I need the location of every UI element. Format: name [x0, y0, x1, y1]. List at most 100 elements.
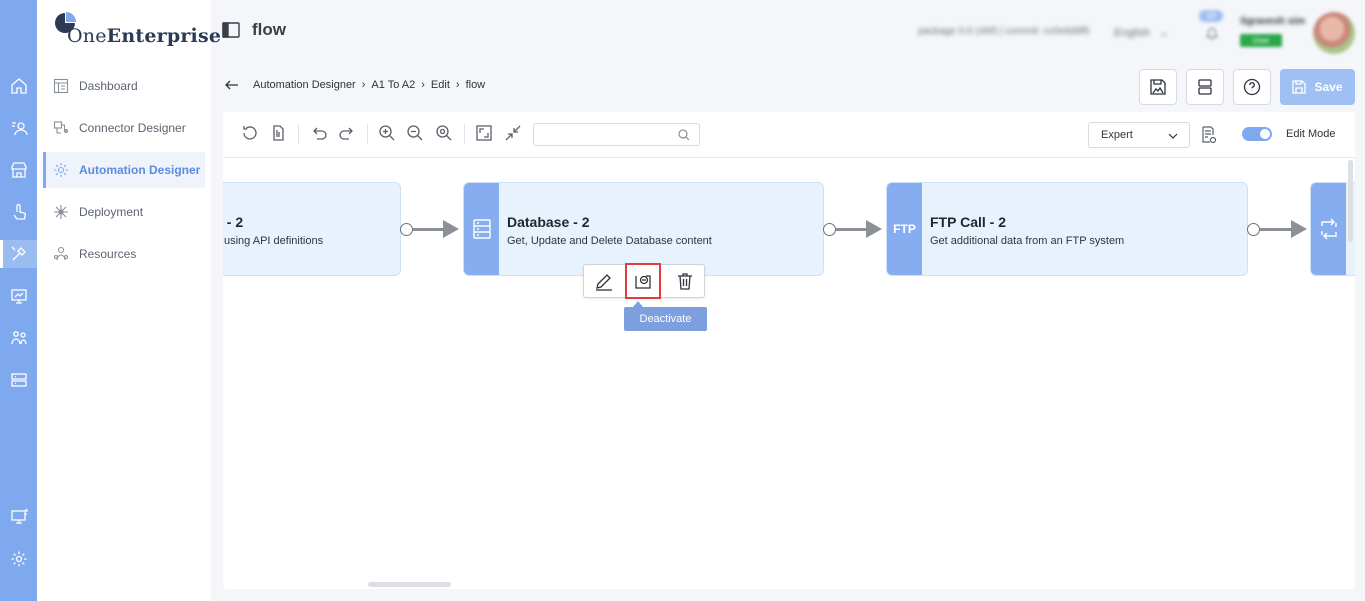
canvas-search[interactable]: [533, 123, 700, 146]
connection-edge: [1260, 228, 1291, 231]
flow-node-database[interactable]: Database - 2 Get, Update and Delete Data…: [463, 182, 824, 276]
avatar[interactable]: [1313, 12, 1355, 54]
breadcrumb-item[interactable]: A1 To A2: [371, 79, 416, 91]
sidebar-item-label: Automation Designer: [79, 163, 201, 177]
connector-users-icon[interactable]: [0, 114, 37, 142]
deactivate-node-button[interactable]: [625, 263, 661, 299]
help-button[interactable]: [1233, 69, 1271, 105]
flow-node-ftp[interactable]: FTP FTP Call - 2 Get additional data fro…: [886, 182, 1248, 276]
save-button[interactable]: Save: [1280, 69, 1355, 105]
edit-mode-label: Edit Mode: [1286, 128, 1336, 140]
monitor-chart-icon[interactable]: [0, 282, 37, 310]
zoom-in-icon[interactable]: [378, 124, 396, 142]
output-port[interactable]: [823, 223, 836, 236]
undo-icon[interactable]: [310, 124, 328, 142]
node-description: Get additional data from an FTP system: [930, 235, 1125, 247]
connection-edge: [836, 228, 866, 231]
split-rows-icon: [1198, 79, 1212, 95]
output-port[interactable]: [1247, 223, 1260, 236]
connection-edge: [413, 228, 443, 231]
output-port[interactable]: [400, 223, 413, 236]
tools-icon[interactable]: [0, 240, 37, 268]
sidebar-item-label: Connector Designer: [79, 121, 186, 135]
save-as-image-button[interactable]: [1139, 69, 1177, 105]
notification-badge: 10: [1199, 10, 1223, 22]
document-settings-icon[interactable]: [1200, 126, 1218, 144]
touch-icon[interactable]: [0, 198, 37, 226]
search-icon: [678, 129, 690, 141]
ftp-badge: FTP: [887, 183, 922, 275]
back-arrow-icon[interactable]: [225, 78, 239, 92]
layout-button[interactable]: [1186, 69, 1224, 105]
refresh-icon[interactable]: [241, 124, 259, 142]
save-icon: [1292, 80, 1307, 94]
node-title: FTP Call - 2: [930, 214, 1006, 230]
breadcrumb-separator: ›: [361, 79, 366, 91]
user-role-badge: User: [1240, 34, 1282, 47]
sidebar-item-deployment[interactable]: Deployment: [43, 194, 205, 230]
icon-rail: [0, 0, 37, 601]
sidebar-item-automation-designer[interactable]: Automation Designer: [43, 152, 205, 188]
breadcrumb-item[interactable]: Edit: [430, 79, 450, 91]
remote-desktop-icon[interactable]: [0, 503, 37, 531]
pencil-icon: [596, 274, 612, 291]
search-input[interactable]: [540, 124, 680, 145]
version-info: package 0.0.1665 | commit: cc0e6d9f5: [918, 26, 1090, 37]
sidebar-item-resources[interactable]: Resources: [43, 236, 205, 272]
zoom-fit-icon[interactable]: [435, 124, 453, 142]
mode-select[interactable]: Expert: [1088, 122, 1190, 148]
sidebar-item-label: Deployment: [79, 205, 144, 219]
edit-node-button[interactable]: [584, 265, 624, 297]
server-icon[interactable]: [0, 366, 37, 394]
collapse-icon[interactable]: [504, 124, 522, 142]
people-icon[interactable]: [0, 324, 37, 352]
breadcrumb: Automation Designer › A1 To A2 › Edit › …: [225, 78, 485, 92]
flow-canvas[interactable]: Expert Edit Mode l - 2 using API definit…: [223, 112, 1355, 589]
connection-arrow: [443, 220, 459, 238]
vertical-scrollbar[interactable]: [1348, 160, 1353, 242]
page-title-bar: flow: [222, 20, 286, 40]
trash-icon: [678, 273, 692, 290]
sidebar-item-connector-designer[interactable]: Connector Designer: [43, 110, 205, 146]
dashboard-icon: [53, 78, 69, 94]
database-icon: [464, 183, 499, 275]
sidebar-item-label: Resources: [79, 247, 137, 261]
flow-node[interactable]: l - 2 using API definitions: [223, 182, 401, 276]
horizontal-scrollbar[interactable]: [368, 582, 451, 587]
notification-bell-icon[interactable]: 10: [1199, 10, 1227, 44]
sidebar-toggle-icon[interactable]: [222, 22, 240, 38]
breadcrumb-item: flow: [465, 79, 486, 91]
automation-gear-icon: [53, 162, 69, 178]
document-icon[interactable]: [269, 124, 287, 142]
home-icon[interactable]: [0, 72, 37, 100]
toolbar-divider: [298, 124, 299, 144]
node-description: Get, Update and Delete Database content: [507, 235, 712, 247]
node-title: l - 2: [223, 214, 244, 230]
delete-node-button[interactable]: [665, 265, 705, 297]
flow-node[interactable]: [1310, 182, 1355, 276]
floppy-image-icon: [1150, 79, 1166, 95]
logo-mark-icon: [55, 12, 76, 33]
connector-icon: [53, 120, 69, 136]
language-select[interactable]: English ⌄: [1114, 27, 1169, 39]
expand-icon[interactable]: [475, 124, 493, 142]
resources-icon: [53, 246, 69, 262]
node-title: Database - 2: [507, 214, 590, 230]
sidebar-item-label: Dashboard: [79, 79, 138, 93]
deployment-icon: [53, 204, 69, 220]
gear-icon[interactable]: [0, 545, 37, 573]
edit-mode-toggle[interactable]: [1242, 127, 1272, 141]
mode-select-value: Expert: [1101, 129, 1133, 141]
breadcrumb-item[interactable]: Automation Designer: [253, 79, 356, 91]
user-name: Sgravesh sim: [1240, 16, 1306, 27]
node-action-bar: [583, 263, 705, 299]
app-logo[interactable]: OneEnterprise: [53, 12, 221, 48]
canvas-toolbar: Expert Edit Mode: [223, 112, 1355, 158]
sidebar-item-dashboard[interactable]: Dashboard: [43, 68, 205, 104]
node-description: using API definitions: [224, 235, 324, 247]
logo-text: OneEnterprise: [67, 25, 222, 47]
redo-icon[interactable]: [338, 124, 356, 142]
store-icon[interactable]: [0, 156, 37, 184]
chevron-down-icon: [1168, 133, 1178, 139]
zoom-out-icon[interactable]: [406, 124, 424, 142]
